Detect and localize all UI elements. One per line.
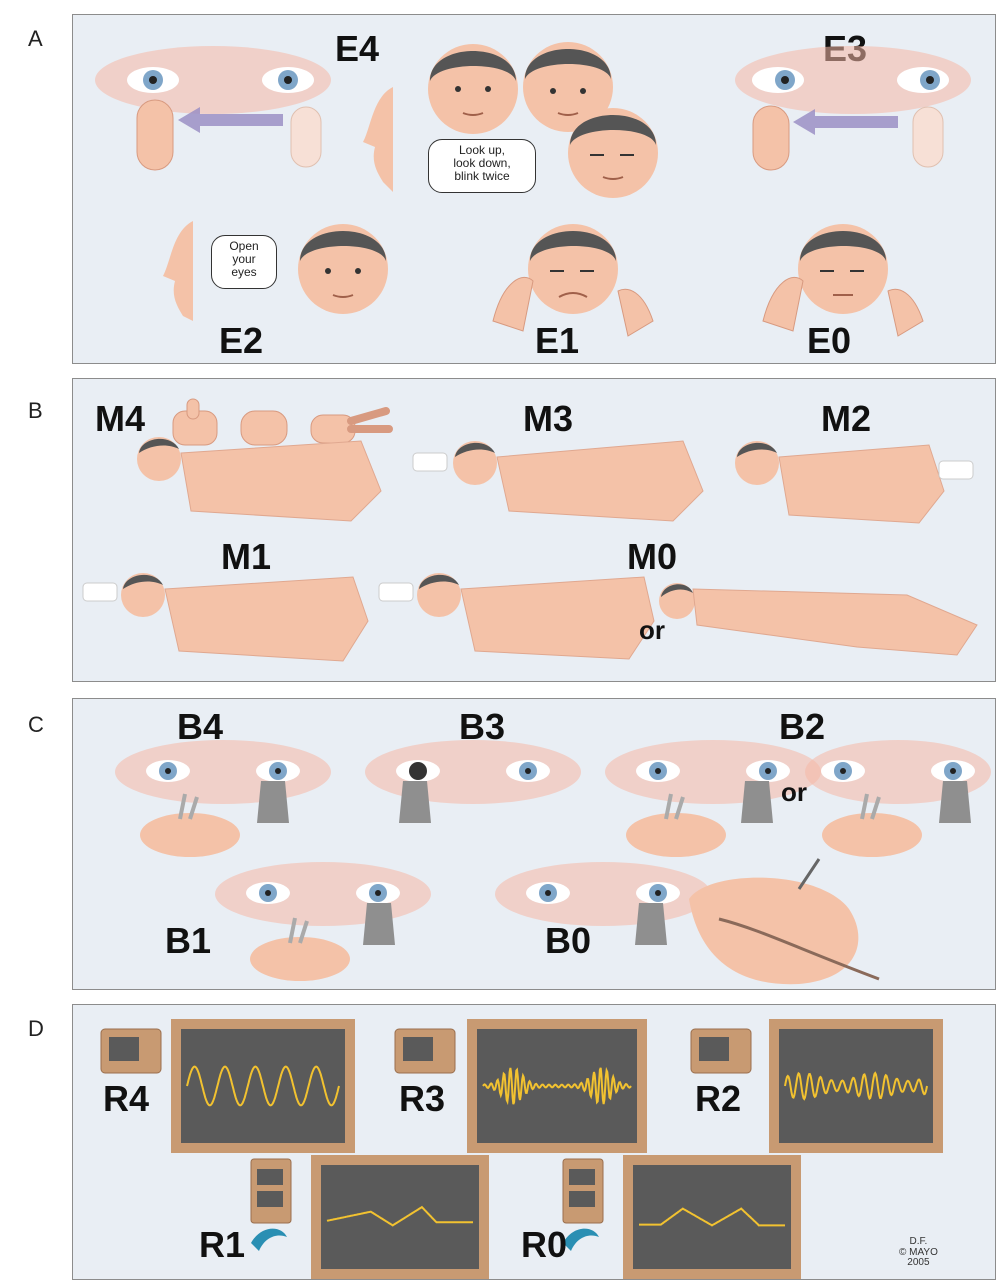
label-e2: E2 xyxy=(219,323,263,359)
label-m0: M0 xyxy=(627,539,677,575)
panel-b-letter: B xyxy=(28,398,43,424)
scope-b0-icon xyxy=(631,893,671,953)
label-m1: M1 xyxy=(221,539,271,575)
nose-b2a-icon xyxy=(621,789,731,859)
waveform-r1-line xyxy=(327,1207,473,1225)
nose-b4-icon xyxy=(135,789,245,859)
scope-b1-icon xyxy=(359,893,399,953)
body-m0b-icon xyxy=(657,575,987,665)
body-m1-icon xyxy=(83,571,383,671)
waveform-r0-line xyxy=(639,1209,785,1226)
body-m4-icon xyxy=(131,431,391,531)
panel-d-letter: D xyxy=(28,1016,44,1042)
speech-bubble-e4: Look up, look down, blink twice xyxy=(428,139,536,193)
label-r4: R4 xyxy=(103,1081,149,1117)
credit: D.F. © MAYO 2005 xyxy=(899,1237,938,1269)
label-r0: R0 xyxy=(521,1227,567,1263)
ventilator-r1-icon xyxy=(237,1155,307,1265)
waveform-r1 xyxy=(321,1165,479,1269)
ventilator-r2-icon xyxy=(687,1021,757,1081)
head-e4c-icon xyxy=(558,95,668,205)
label-r1: R1 xyxy=(199,1227,245,1263)
body-m2-icon xyxy=(729,431,989,541)
head-e4a-icon xyxy=(418,31,528,141)
finger-e4b-icon xyxy=(283,103,333,173)
arrow-e4-icon xyxy=(178,105,288,135)
credit-line-3: 2005 xyxy=(899,1258,938,1269)
profile-e4-icon xyxy=(353,87,413,197)
credit-line-1: D.F. xyxy=(899,1237,938,1248)
ventilator-r3-icon xyxy=(391,1021,461,1081)
head-e2-icon xyxy=(288,211,398,321)
or-text-b2: or xyxy=(781,779,807,805)
panel-a-letter: A xyxy=(28,26,43,52)
body-m3-icon xyxy=(413,431,713,531)
waveform-r2 xyxy=(779,1029,933,1143)
label-r3: R3 xyxy=(399,1081,445,1117)
finger-e3b-icon xyxy=(905,103,955,173)
label-b0: B0 xyxy=(545,923,591,959)
intubated-head-b0-icon xyxy=(679,859,899,989)
bubble-e4-line-3: blink twice xyxy=(435,170,529,183)
label-b1: B1 xyxy=(165,923,211,959)
label-r2: R2 xyxy=(695,1081,741,1117)
label-e4: E4 xyxy=(335,31,379,67)
waveform-r2-line xyxy=(785,1073,927,1099)
label-e0: E0 xyxy=(807,323,851,359)
waveform-r3 xyxy=(477,1029,637,1143)
arrow-e3-icon xyxy=(793,107,903,137)
body-m0a-icon xyxy=(379,571,659,671)
panel-d: R4 R3 R2 R1 R0 D.F. © MAYO 2005 xyxy=(72,1004,996,1280)
waveform-r0 xyxy=(633,1165,791,1269)
panel-b: M4 M3 M2 M1 M0 or xyxy=(72,378,996,682)
waveform-r4 xyxy=(181,1029,345,1143)
scope-b2b-icon xyxy=(935,771,975,831)
waveform-r4-line xyxy=(187,1067,339,1106)
scope-b2a-icon xyxy=(737,771,777,831)
label-e1: E1 xyxy=(535,323,579,359)
nose-b1-icon xyxy=(245,913,355,983)
scope-b4-icon xyxy=(253,771,293,831)
or-text-m0: or xyxy=(639,617,665,643)
scope-b3-icon xyxy=(395,771,435,831)
nose-b2b-icon xyxy=(817,789,927,859)
panel-c: B4 B3 B2 or xyxy=(72,698,996,990)
speech-bubble-e2: Open your eyes xyxy=(211,235,277,289)
waveform-r3-line xyxy=(483,1068,631,1104)
bubble-e2-line-3: eyes xyxy=(218,266,270,279)
panel-c-letter: C xyxy=(28,712,44,738)
panel-a: E4 Look up, look down, blink twice E3 xyxy=(72,14,996,364)
ventilator-r4-icon xyxy=(97,1021,167,1081)
profile-e2-icon xyxy=(153,221,213,321)
